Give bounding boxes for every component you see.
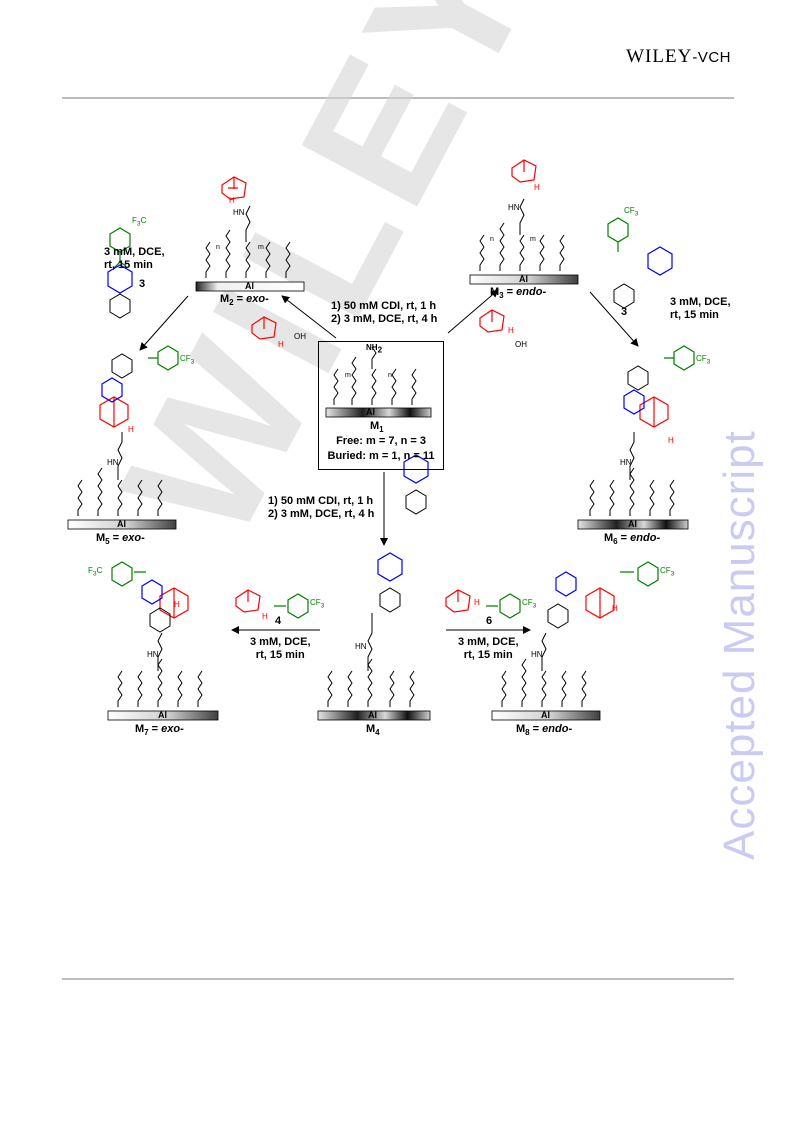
substrate-label-m1: Al bbox=[366, 407, 375, 417]
m3-label: M3 = endo- bbox=[490, 286, 547, 301]
cf3-label-m3: CF3 bbox=[624, 206, 639, 218]
footer-rule bbox=[62, 978, 734, 980]
cf3-label-m7: F3C bbox=[88, 566, 103, 578]
chain-index-n-m2: n bbox=[216, 244, 220, 251]
m5-label: M5 = exo- bbox=[96, 532, 145, 547]
conditions-m4-to-m8: 3 mM, DCE,rt, 15 min bbox=[458, 636, 519, 661]
substrate-m2 bbox=[195, 281, 305, 292]
substrate-label-m6: Al bbox=[628, 519, 637, 529]
header-rule bbox=[62, 97, 734, 99]
substrate-label-m2: Al bbox=[245, 281, 254, 291]
cf3-label-m8: CF3 bbox=[660, 566, 675, 578]
alkyl-chains bbox=[77, 222, 675, 707]
chain-index-m-m3: m bbox=[530, 236, 536, 243]
conditions-m2-to-m5: 3 mM, DCE,rt, 15 min bbox=[104, 246, 165, 271]
carbamate-hn-m5: HN bbox=[107, 458, 119, 467]
chain-index-m-m2: m bbox=[258, 244, 264, 251]
carbamate-hn-m2: HN bbox=[233, 208, 245, 217]
cf3-label-m6: CF3 bbox=[696, 354, 711, 366]
conditions-m4-to-m7: 3 mM, DCE,rt, 15 min bbox=[250, 636, 311, 661]
substrate-m1 bbox=[325, 407, 432, 418]
carbamate-hn-m3: HN bbox=[508, 203, 520, 212]
m6-label: M6 = endo- bbox=[604, 532, 661, 547]
urea-hn-m4: HN bbox=[355, 642, 367, 651]
cf3-label-6: CF3 bbox=[522, 598, 537, 610]
h-label-m2: H bbox=[229, 196, 235, 205]
substrate-m4 bbox=[317, 710, 431, 721]
compound-3-label-right: 3 bbox=[621, 306, 628, 318]
hydroxyl-label-exo: OH bbox=[294, 332, 306, 341]
compound-6-label: 6 bbox=[486, 615, 493, 627]
substrate-m3 bbox=[469, 274, 579, 285]
hydroxyl-label-endo: OH bbox=[515, 340, 527, 349]
m1-buried-chain: Buried: m = 1, n = 11 bbox=[327, 450, 435, 462]
m1-box bbox=[318, 341, 444, 470]
h-label-6: H bbox=[474, 598, 480, 607]
substrate-label-m8: Al bbox=[541, 710, 550, 720]
substrate-label-m7: Al bbox=[158, 710, 167, 720]
linker-stems bbox=[117, 198, 635, 671]
norbornene-groups bbox=[99, 159, 669, 619]
compound-4-label: 4 bbox=[275, 615, 282, 627]
h-label-m3: H bbox=[534, 183, 540, 192]
conditions-m3-to-m6: 3 mM, DCE,rt, 15 min bbox=[670, 296, 731, 321]
compound-3-label-left: 3 bbox=[139, 278, 146, 290]
tetrazine-groups bbox=[101, 246, 673, 605]
m8-label: M8 = endo- bbox=[516, 723, 573, 738]
substrate-label-m4: Al bbox=[368, 710, 377, 720]
h-label-endo-alcohol: H bbox=[508, 326, 514, 335]
h-label-exo-alcohol: H bbox=[278, 340, 284, 349]
substrate-label-m5: Al bbox=[117, 519, 126, 529]
m4-label: M4 bbox=[366, 723, 380, 738]
urea-hn-m7: HN bbox=[147, 650, 159, 659]
chain-index-n-m3: n bbox=[490, 236, 494, 243]
h-label-m5: H bbox=[128, 425, 134, 434]
substrate-m8 bbox=[491, 710, 601, 721]
chain-index-n-m1: n bbox=[388, 372, 392, 379]
publisher-logo: WILEY-VCH bbox=[626, 46, 731, 67]
h-label-m7: H bbox=[174, 600, 180, 609]
h-label-4: H bbox=[262, 612, 268, 621]
cf3-label-m5: CF3 bbox=[180, 354, 195, 366]
urea-hn-m8: HN bbox=[531, 650, 543, 659]
phenyl-rings bbox=[109, 283, 649, 633]
m2-label: M2 = exo- bbox=[220, 293, 269, 308]
substrate-m7 bbox=[107, 710, 219, 721]
cf3-label-m2: F3C bbox=[132, 216, 147, 228]
reaction-arrows bbox=[139, 289, 639, 634]
m1-label: M1 bbox=[370, 420, 384, 435]
carbamate-hn-m6: HN bbox=[620, 458, 632, 467]
m7-label: M7 = exo- bbox=[135, 723, 184, 738]
h-label-m8: H bbox=[612, 604, 618, 613]
chain-index-m-m1: m bbox=[345, 372, 351, 379]
substrate-m6 bbox=[577, 519, 689, 530]
m1-free-chain: Free: m = 7, n = 3 bbox=[336, 435, 426, 447]
cf3-label-4: CF3 bbox=[310, 598, 325, 610]
cf3-aryl-esters bbox=[109, 217, 695, 619]
h-label-m6: H bbox=[668, 436, 674, 445]
substrate-label-m3: Al bbox=[519, 274, 528, 284]
substrate-m5 bbox=[67, 519, 177, 530]
amine-label: NH2 bbox=[366, 343, 383, 355]
